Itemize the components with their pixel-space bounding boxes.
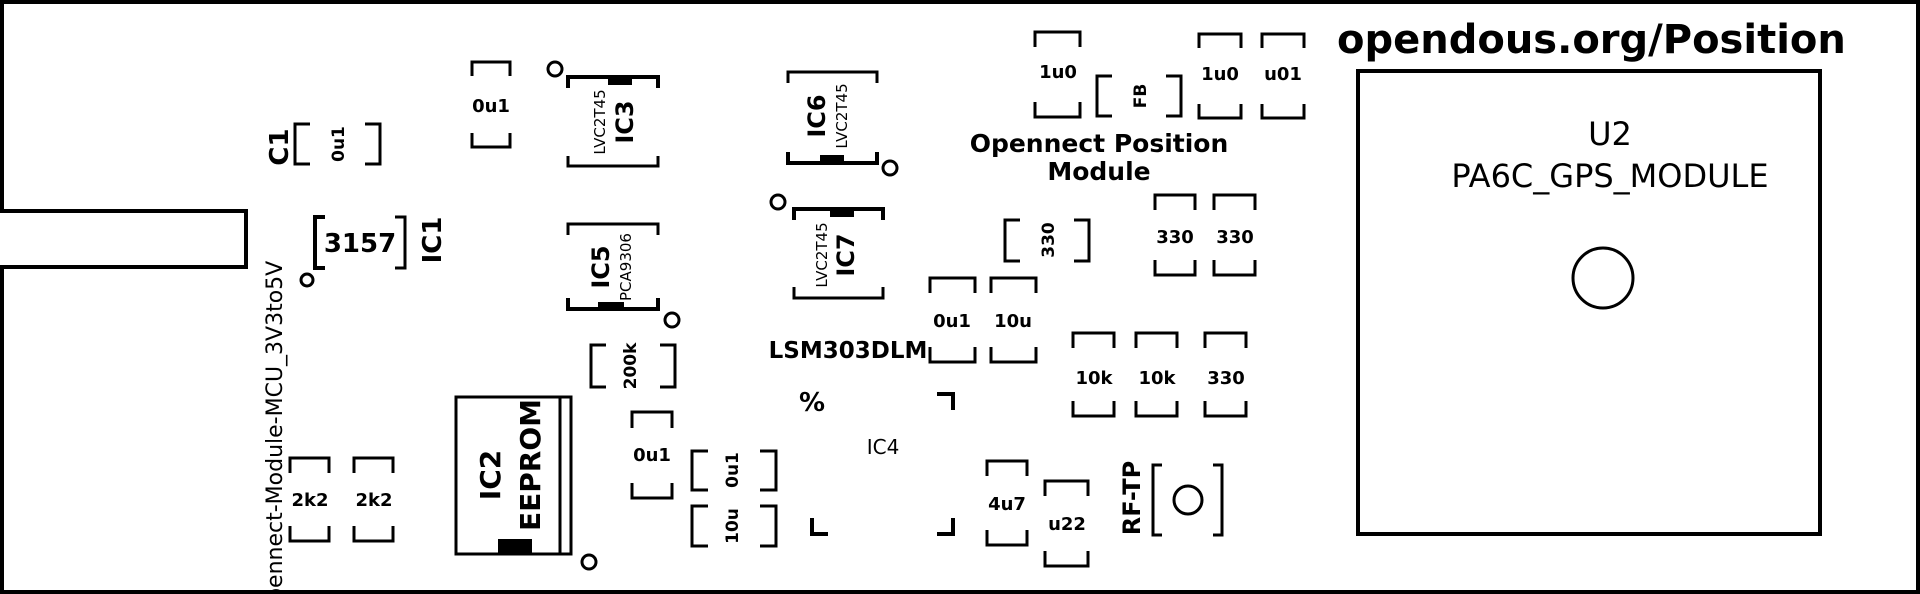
gps-name: PA6C_GPS_MODULE xyxy=(1451,157,1768,195)
ic1-ref: IC1 xyxy=(418,217,448,264)
ic7-footprint xyxy=(769,193,885,300)
c-4u7-footprint xyxy=(985,459,1029,547)
c-1u0-a-value: 1u0 xyxy=(1039,62,1077,83)
ic5-footprint xyxy=(566,222,681,329)
r-10k-b-value: 10k xyxy=(1138,368,1176,389)
ic1-footprint xyxy=(299,215,407,288)
c-0u1-mid-value: 0u1 xyxy=(933,311,971,332)
gps-module-outline xyxy=(1356,69,1822,536)
r-2k2-a-value: 2k2 xyxy=(291,490,328,511)
r-2k2-b-value: 2k2 xyxy=(355,490,392,511)
c-0u1-rot-value: 0u1 xyxy=(723,452,743,488)
c-1u0-b-footprint xyxy=(1197,32,1243,120)
board-side-label: Opennect-Module-MCU_3V3to5V xyxy=(263,261,288,594)
r-330-d-footprint xyxy=(1203,331,1248,418)
fb-footprint xyxy=(1095,74,1183,118)
board-title-line1: Opennect Position xyxy=(970,129,1229,158)
ic7-ref: IC7 xyxy=(832,233,860,276)
top-0u1-value: 0u1 xyxy=(472,96,510,117)
rf-tp-footprint xyxy=(1151,463,1224,537)
c-10u-rot-footprint xyxy=(690,504,778,548)
ic5-value: PCA9306 xyxy=(617,233,635,301)
c-1u0-a-footprint xyxy=(1033,30,1082,119)
ic5-ref: IC5 xyxy=(587,245,615,288)
r-330-a-footprint xyxy=(1003,218,1091,263)
c1-footprint xyxy=(293,122,382,166)
svg-text:%: % xyxy=(799,388,825,418)
board-title-line2: Module xyxy=(1047,157,1150,186)
c-0u1-low-value: 0u1 xyxy=(633,445,671,466)
ic2-ref: IC2 xyxy=(474,450,507,500)
c-u22-value: u22 xyxy=(1048,514,1086,535)
ic6-value: LVC2T45 xyxy=(833,83,851,148)
c1-ref: C1 xyxy=(265,128,295,165)
c-10u-rot-value: 10u xyxy=(723,508,743,544)
gps-antenna-mark xyxy=(1571,246,1635,310)
ic3-value: LVC2T45 xyxy=(591,89,609,154)
r-10k-b-footprint xyxy=(1134,331,1179,418)
r-330-c-footprint xyxy=(1212,193,1257,277)
c-0u1-mid-footprint xyxy=(928,276,977,364)
ic6-ref: IC6 xyxy=(803,94,831,137)
ic3-ref: IC3 xyxy=(611,100,639,143)
board-url: opendous.org/Position xyxy=(1337,17,1846,63)
ic2-value: EEPROM xyxy=(514,399,547,531)
ic4-value: LSM303DLM xyxy=(769,338,928,364)
c-u22-footprint xyxy=(1043,479,1090,568)
c-0u1-low-footprint xyxy=(630,410,674,500)
r-330-d-value: 330 xyxy=(1207,368,1245,389)
r-330-b-footprint xyxy=(1153,193,1197,277)
c-10u-mid-value: 10u xyxy=(994,311,1032,332)
r-330-b-value: 330 xyxy=(1156,227,1194,248)
ic4-ref: IC4 xyxy=(867,435,900,459)
c-u01-value: u01 xyxy=(1264,64,1302,85)
c-4u7-value: 4u7 xyxy=(988,494,1026,515)
r-330-a-value: 330 xyxy=(1039,222,1059,258)
r-10k-a-value: 10k xyxy=(1075,368,1113,389)
c-u01-footprint xyxy=(1260,32,1306,120)
c-10u-mid-footprint xyxy=(989,276,1038,364)
ic3-footprint xyxy=(546,60,660,168)
ic6-footprint xyxy=(786,70,899,177)
gps-ref: U2 xyxy=(1588,115,1632,153)
ic4-footprint: % xyxy=(799,388,955,536)
ic2-footprint xyxy=(454,395,598,571)
r-200k-footprint xyxy=(589,343,677,389)
r-10k-a-footprint xyxy=(1071,331,1116,418)
ic1-value: 3157 xyxy=(324,229,396,259)
ic7-value: LVC2T45 xyxy=(813,222,831,287)
r-2k2-b-footprint xyxy=(352,456,395,543)
r-330-c-value: 330 xyxy=(1216,227,1254,248)
c1-value: 0u1 xyxy=(329,126,349,162)
r-200k-value: 200k xyxy=(621,342,641,389)
rf-tp-label: RF-TP xyxy=(1118,461,1146,536)
top-0u1-footprint xyxy=(470,60,512,149)
r-2k2-a-footprint xyxy=(288,456,331,543)
fb-value: FB xyxy=(1131,84,1151,109)
c-1u0-b-value: 1u0 xyxy=(1201,64,1239,85)
c-0u1-rot-footprint xyxy=(690,449,778,492)
